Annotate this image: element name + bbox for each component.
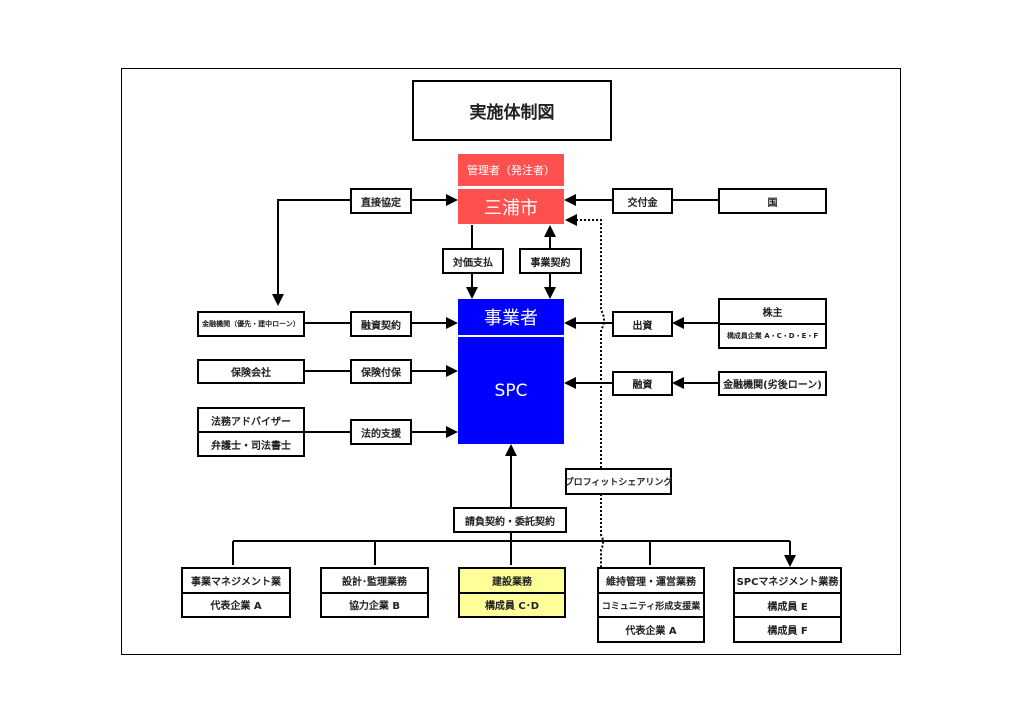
insurance-box: 保険付保	[350, 359, 412, 384]
financing-box: 融資	[612, 371, 673, 396]
page-title: 実施体制図	[469, 103, 555, 123]
outer-frame	[121, 68, 901, 655]
subsidy-box: 交付金	[612, 188, 673, 214]
legal-support-box: 法的支援	[350, 419, 412, 445]
loan-contract-box: 融資契約	[350, 311, 412, 337]
task-box: 設計･監理業務協力企業 B	[320, 567, 429, 618]
line-direct-to-lender	[272, 199, 350, 306]
profit-sharing-box: プロフィットシェアリング	[565, 468, 672, 495]
operator-spc: SPC	[458, 337, 564, 444]
project-contract-box: 事業契約	[519, 248, 582, 274]
legal-box: 法務アドバイザー弁護士・司法書士	[197, 407, 305, 457]
state-box: 国	[718, 188, 827, 214]
title-box: 実施体制図	[412, 80, 612, 141]
profit-sharing-line	[565, 214, 605, 468]
sub-lender-box: 金融機関(劣後ローン)	[718, 371, 827, 396]
shareholders-box: 株主構成員企業 A・C・D・E・F	[718, 298, 827, 349]
insurer-box: 保険会社	[197, 359, 305, 384]
client-header: 管理者（発注者）	[458, 154, 564, 186]
senior-lender-box: 金融機関（優先・建中ローン）	[197, 311, 305, 337]
client-name: 三浦市	[458, 189, 564, 224]
operator-header: 事業者	[458, 299, 564, 335]
payment-box: 対価支払	[442, 248, 504, 274]
contracts-box: 請負契約・委託契約	[453, 507, 567, 533]
task-box: 事業マネジメント業代表企業 A	[181, 567, 291, 618]
investment-box: 出資	[612, 311, 673, 337]
task-box-highlighted: 建設業務構成員 C･D	[458, 567, 566, 618]
task-box: 維持管理・運営業務コミュニティ形成支援業代表企業 A	[597, 567, 705, 643]
direct-agreement-box: 直接協定	[350, 188, 412, 214]
